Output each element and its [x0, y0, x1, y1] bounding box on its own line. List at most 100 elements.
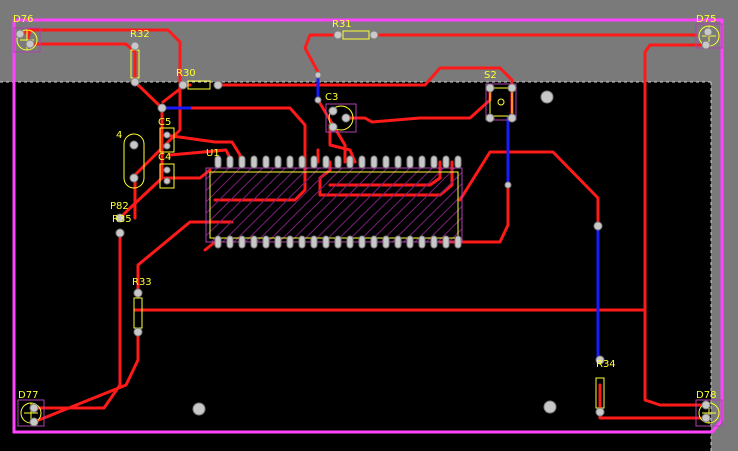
u1-pin[interactable] — [238, 235, 246, 249]
pads — [15, 27, 713, 427]
mounting-hole[interactable] — [543, 400, 557, 414]
via-pad[interactable] — [213, 80, 223, 90]
c3-footprint[interactable] — [325, 103, 357, 133]
u1-pin[interactable] — [382, 155, 390, 169]
via-pad[interactable] — [115, 228, 125, 238]
u1-pin[interactable] — [310, 155, 318, 169]
via-pad[interactable] — [504, 181, 512, 189]
u1-pin[interactable] — [406, 155, 414, 169]
via-pad[interactable] — [129, 140, 139, 150]
label-c5: C5 — [158, 117, 171, 128]
u1-pin[interactable] — [334, 235, 342, 249]
via-pad[interactable] — [314, 96, 322, 104]
u1-pin[interactable] — [250, 235, 258, 249]
u1-pin[interactable] — [286, 155, 294, 169]
via-pad[interactable] — [701, 40, 711, 50]
u1-pin[interactable] — [334, 155, 342, 169]
u1-pin[interactable] — [346, 235, 354, 249]
via-pad[interactable] — [163, 177, 171, 185]
via-pad[interactable] — [314, 71, 322, 79]
label-r33: R33 — [132, 277, 152, 288]
label-s2: S2 — [484, 70, 497, 81]
u1-pin[interactable] — [382, 235, 390, 249]
via-pad[interactable] — [29, 403, 39, 413]
u1-pin[interactable] — [430, 155, 438, 169]
via-pad[interactable] — [29, 417, 39, 427]
u1-body — [205, 167, 463, 243]
u1-pin[interactable] — [226, 155, 234, 169]
u1-pin[interactable] — [358, 155, 366, 169]
via-pad[interactable] — [163, 166, 171, 174]
label-r35: R35 — [112, 214, 132, 225]
via-pad[interactable] — [485, 83, 495, 93]
u1-pin[interactable] — [322, 155, 330, 169]
u1-pin[interactable] — [358, 235, 366, 249]
via-pad[interactable] — [163, 131, 171, 139]
u1-pin[interactable] — [394, 235, 402, 249]
label-r34: R34 — [596, 359, 616, 370]
u1-pin[interactable] — [310, 235, 318, 249]
via-pad[interactable] — [25, 39, 35, 49]
u1-pin[interactable] — [262, 155, 270, 169]
u1-pin[interactable] — [406, 235, 414, 249]
u1-pin[interactable] — [238, 155, 246, 169]
u1-pin[interactable] — [298, 155, 306, 169]
u1-pin[interactable] — [430, 235, 438, 249]
u1-pin[interactable] — [394, 155, 402, 169]
u1-pin[interactable] — [454, 235, 462, 249]
u1-pin[interactable] — [286, 235, 294, 249]
label-r31: R31 — [332, 19, 352, 30]
u1-pin-row — [214, 155, 462, 249]
u1-pin[interactable] — [274, 235, 282, 249]
via-pad[interactable] — [507, 83, 517, 93]
via-pad[interactable] — [129, 173, 139, 183]
via-pad[interactable] — [333, 30, 343, 40]
via-pad[interactable] — [703, 27, 713, 37]
via-pad[interactable] — [163, 142, 171, 150]
mounting-hole[interactable] — [192, 402, 206, 416]
via-pad[interactable] — [701, 400, 711, 410]
mounting-hole[interactable] — [540, 90, 554, 104]
label-u1: U1 — [206, 148, 220, 159]
via-pad[interactable] — [485, 113, 495, 123]
u1-pin[interactable] — [214, 155, 222, 169]
label-d78: D78 — [696, 390, 716, 401]
via-pad[interactable] — [328, 106, 338, 116]
via-pad[interactable] — [130, 77, 140, 87]
via-pad[interactable] — [133, 288, 143, 298]
via-pad[interactable] — [595, 355, 605, 365]
via-pad[interactable] — [328, 122, 338, 132]
u1-pin[interactable] — [370, 155, 378, 169]
via-pad[interactable] — [130, 41, 140, 51]
u1-pin[interactable] — [346, 155, 354, 169]
via-pad[interactable] — [701, 413, 711, 423]
via-pad[interactable] — [178, 80, 188, 90]
via-pad[interactable] — [157, 103, 167, 113]
u1-pin[interactable] — [250, 155, 258, 169]
via-pad[interactable] — [593, 221, 603, 231]
via-pad[interactable] — [115, 213, 125, 223]
u1-pin[interactable] — [274, 155, 282, 169]
u1-pin[interactable] — [262, 235, 270, 249]
u1-pin[interactable] — [454, 155, 462, 169]
u1-pin[interactable] — [442, 235, 450, 249]
u1-pin[interactable] — [442, 155, 450, 169]
u1-pin[interactable] — [322, 235, 330, 249]
via-pad[interactable] — [369, 30, 379, 40]
u1-pin[interactable] — [370, 235, 378, 249]
grid-area-top — [0, 0, 738, 82]
u1-footprint[interactable] — [205, 167, 463, 243]
via-pad[interactable] — [15, 29, 25, 39]
u1-pin[interactable] — [418, 235, 426, 249]
u1-pin[interactable] — [214, 235, 222, 249]
r30-body — [187, 80, 211, 90]
u1-pin[interactable] — [418, 155, 426, 169]
s2-footprint[interactable] — [485, 83, 517, 121]
via-pad[interactable] — [507, 113, 517, 123]
u1-pin[interactable] — [226, 235, 234, 249]
u1-pin[interactable] — [298, 235, 306, 249]
via-pad[interactable] — [133, 327, 143, 337]
via-pad[interactable] — [341, 113, 351, 123]
via-pad[interactable] — [595, 407, 605, 417]
